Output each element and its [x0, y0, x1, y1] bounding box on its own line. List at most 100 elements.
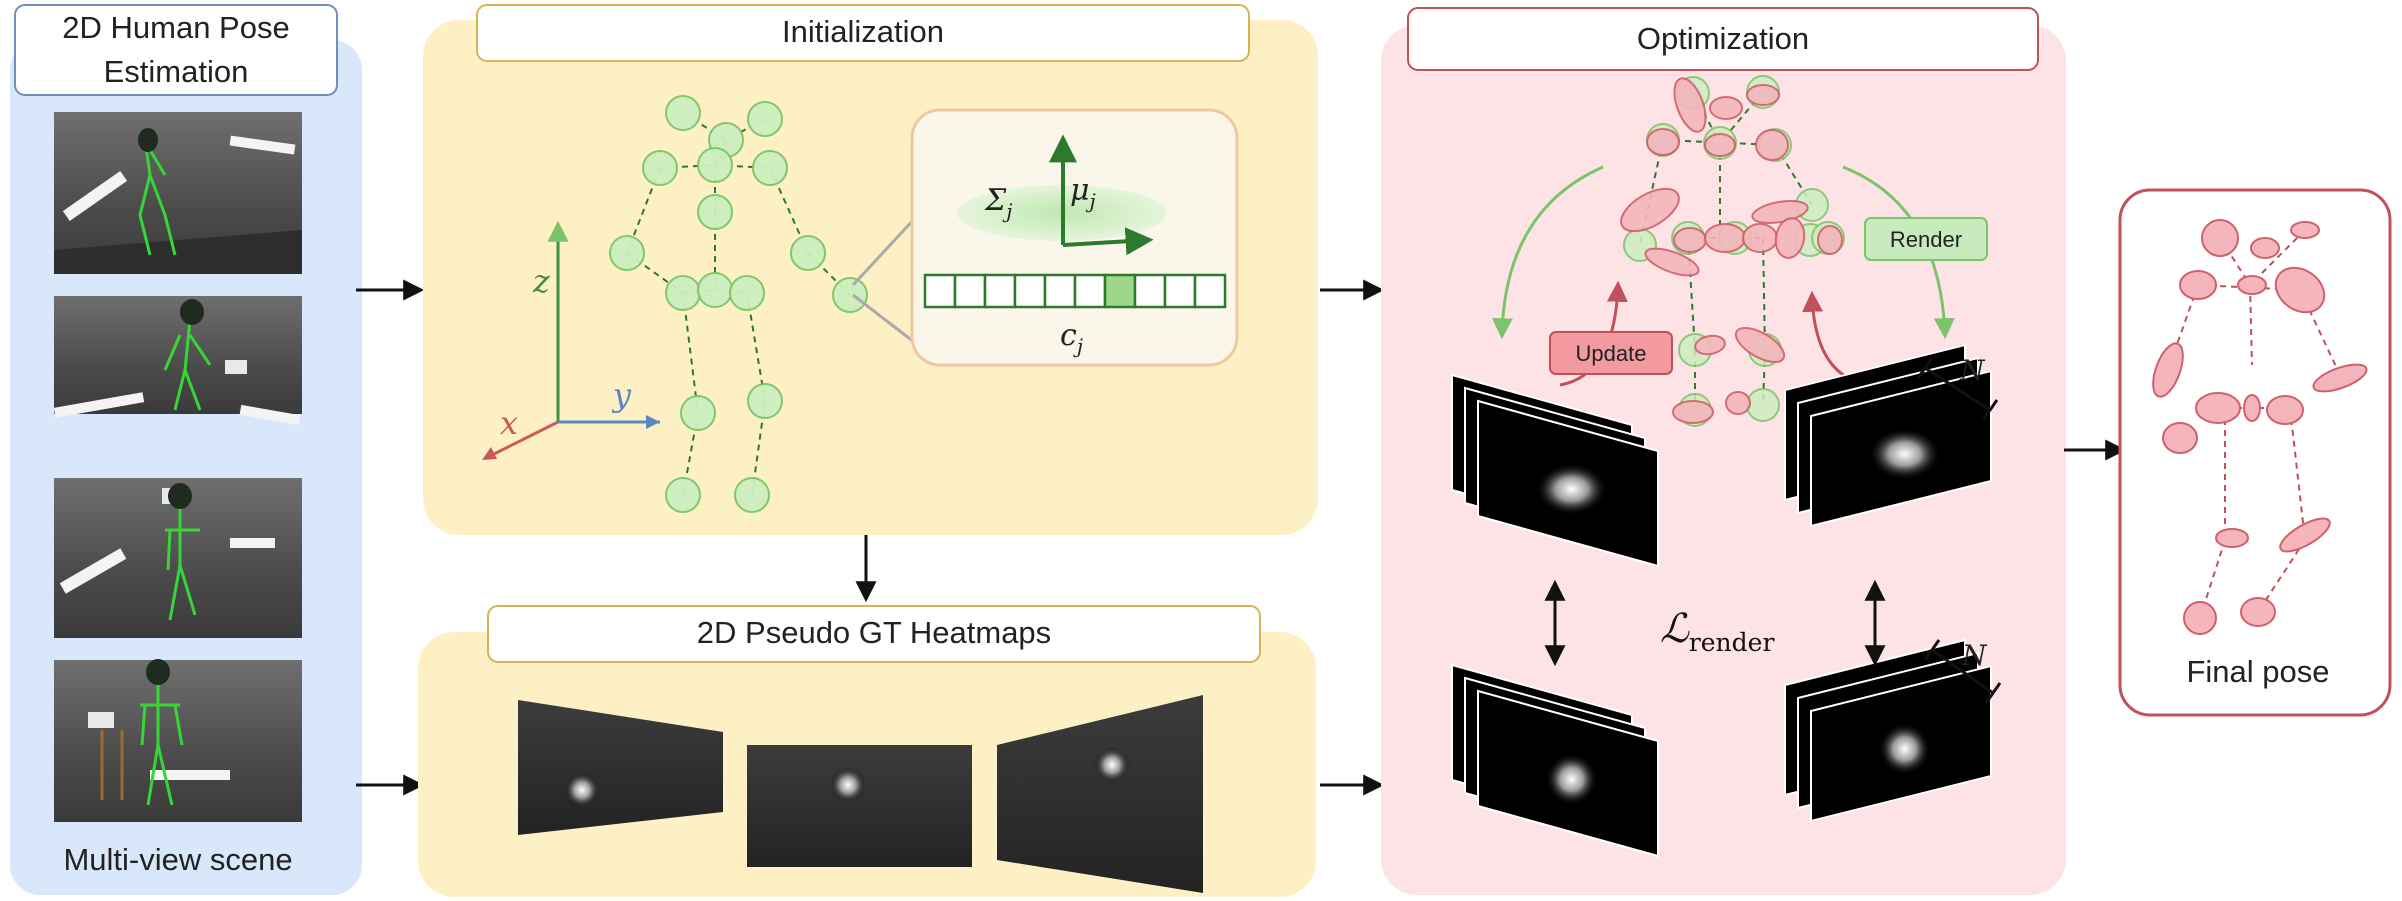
- joint-elL: [609, 235, 645, 271]
- svg-text:μj: μj: [1070, 173, 1096, 213]
- curve-arrow-left-green: [1491, 165, 1604, 340]
- gaussian-7: [1673, 227, 1707, 253]
- sigma-symbol: Σ: [984, 183, 1007, 218]
- joint-head1: [665, 95, 701, 131]
- loss-subscript: render: [1689, 628, 1775, 657]
- gaussian-callout: Σj μj cj: [910, 108, 1239, 367]
- feature-cell-2: [983, 273, 1017, 309]
- render-stack-left: [1451, 373, 1659, 568]
- final-skeleton: [2152, 219, 2368, 635]
- bone-hpL-knL: [682, 292, 699, 414]
- c-subscript: j: [1073, 334, 1083, 358]
- final-pose-panel: [2118, 188, 2392, 717]
- render-button: [1864, 217, 1988, 261]
- update-label: Update: [1576, 341, 1647, 366]
- pose-estimation-title-line-2: Estimation: [104, 54, 249, 89]
- final-gaussian-6: [2152, 342, 2184, 398]
- final-gaussian-14: [2183, 601, 2217, 635]
- initialization-title-box: [476, 4, 1250, 62]
- scene-photo-4: [54, 659, 302, 822]
- final-gaussian-0: [2201, 219, 2239, 257]
- ghost-bone-7: [1687, 237, 1696, 351]
- final-gaussian-7: [2195, 392, 2241, 424]
- scene-photo-1: [54, 112, 302, 274]
- gaussian-9: [1742, 223, 1778, 253]
- callout-line-bottom: [852, 293, 919, 347]
- c-symbol: c: [1060, 318, 1077, 353]
- final-gaussian-4: [2237, 275, 2267, 295]
- mu-subscript: j: [1086, 189, 1096, 213]
- render-label: Render: [1890, 227, 1962, 252]
- joint-shR: [752, 150, 788, 186]
- n-label-top: N: [1959, 354, 1986, 387]
- joint-knL: [680, 395, 716, 431]
- joint-head2: [747, 101, 783, 137]
- joint-pel: [697, 194, 733, 230]
- feature-cell-7: [1133, 273, 1167, 309]
- heatmap-view-1: [518, 700, 723, 835]
- joint-hpC: [697, 272, 733, 308]
- heatmaps-title-box: [487, 605, 1261, 663]
- callout-line-top: [851, 213, 920, 287]
- pose-estimation-title-line-1: 2D Human Pose: [62, 10, 289, 45]
- final-gaussian-8: [2243, 394, 2261, 422]
- joint-knR: [747, 383, 783, 419]
- axis-z-label: z: [532, 262, 551, 300]
- gaussian-3: [1646, 128, 1680, 156]
- n-bracket-bottom: N: [1923, 639, 2002, 704]
- gaussian-15: [1672, 400, 1714, 424]
- optimization-gaussian-skeleton: [1620, 77, 1843, 424]
- feature-cell-3: [1013, 273, 1047, 309]
- gaussian-6: [1620, 187, 1680, 233]
- mu-symbol: μ: [1070, 173, 1090, 208]
- ghost-joint-12: [1746, 388, 1780, 422]
- bone-head1-n1: [682, 112, 727, 141]
- initial-skeleton: [609, 95, 868, 513]
- gaussian-17: [1817, 225, 1843, 255]
- gaussian-16: [1725, 391, 1751, 415]
- joint-hpR: [729, 275, 765, 311]
- gaussian-8: [1704, 223, 1746, 253]
- gaussian-12: [1644, 247, 1700, 277]
- sigma-subscript: j: [1002, 199, 1012, 223]
- final-gaussian-5: [2274, 266, 2326, 314]
- coordinate-axes: z x y: [482, 220, 660, 460]
- feature-cell-6: [1103, 273, 1137, 309]
- svg-text:cj: cj: [1060, 318, 1083, 358]
- initialization-title: Initialization: [782, 14, 944, 49]
- final-gaussian-10: [2312, 363, 2368, 393]
- update-button: [1549, 331, 1673, 375]
- gaussian-0: [1673, 77, 1707, 133]
- final-bone-9: [2289, 407, 2306, 541]
- scene-photo-2: [53, 296, 302, 426]
- axis-y-label: y: [611, 376, 632, 414]
- feature-cell-0: [923, 273, 957, 309]
- mu-horizontal-arrow: [1062, 227, 1154, 256]
- multi-view-scene-caption: Multi-view scene: [63, 842, 292, 877]
- bone-hpR-knR: [746, 292, 766, 402]
- image-stacks: [1451, 343, 1992, 858]
- optimization-title: Optimization: [1637, 21, 1809, 56]
- heatmap-view-3: [997, 695, 1203, 893]
- gaussian-1: [1709, 96, 1743, 120]
- gt-stack-right: [1784, 638, 1992, 823]
- final-gaussian-2: [2290, 221, 2320, 239]
- loss-symbol: ℒ: [1660, 606, 1690, 652]
- render-stack-right: [1784, 343, 1992, 528]
- final-gaussian-3: [2179, 270, 2217, 300]
- gaussian-5: [1755, 129, 1789, 161]
- final-pose-title: Final pose: [2186, 654, 2329, 689]
- final-gaussian-9: [2266, 395, 2304, 425]
- heatmap-view-2: [747, 745, 972, 867]
- svg-text:Σj: Σj: [984, 183, 1012, 223]
- joint-shL: [642, 150, 678, 186]
- feature-cell-5: [1073, 273, 1107, 309]
- feature-cell-1: [953, 273, 987, 309]
- joint-neck: [697, 147, 733, 183]
- gaussian-11: [1774, 217, 1806, 259]
- optimization-title-box: [1407, 7, 2039, 71]
- gaussian-13: [1694, 334, 1726, 356]
- joint-elR: [790, 235, 826, 271]
- pose-estimation-title-box: [14, 4, 338, 96]
